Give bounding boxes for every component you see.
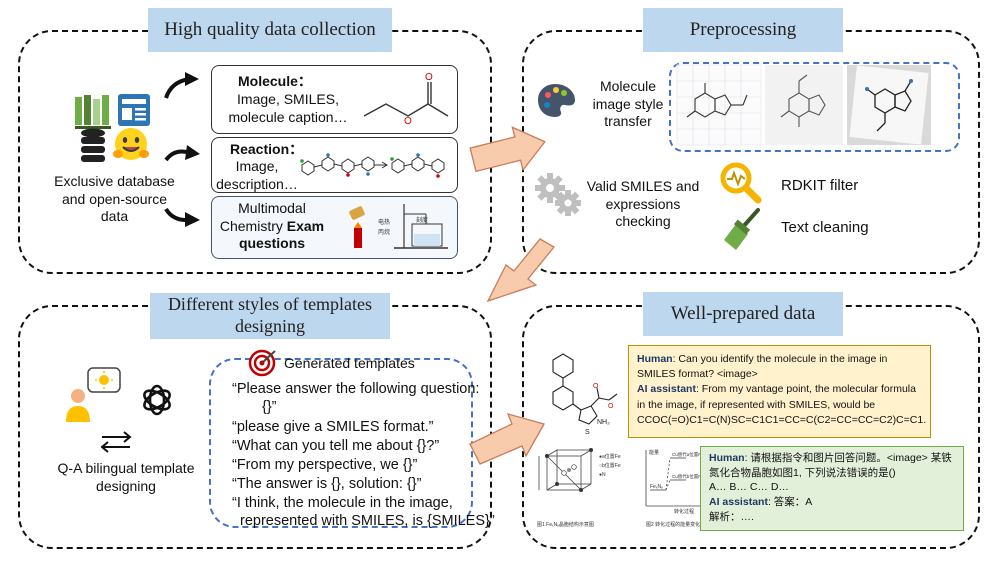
- newspaper-icon: [118, 94, 150, 126]
- template-line-1: {}”: [262, 399, 277, 415]
- gears-icon: [535, 173, 581, 216]
- exam-image-text-1: 丙烷: [378, 228, 390, 236]
- en-smiles: CCOC(=O)C1=C(N)SC=C1C1=CC=C(C2=CC=CC=C2)…: [637, 413, 927, 426]
- cn-human-label: Human: [709, 452, 745, 464]
- crystal-legend-0: ●a位置Fe: [599, 453, 621, 460]
- exam-line1: Multimodal: [238, 200, 306, 216]
- svg-text:O: O: [404, 116, 412, 127]
- flow-arrow-templates-to-prepared-icon: [469, 413, 545, 465]
- energy-axis-label: 能量: [649, 449, 659, 456]
- figure-caption-1: 图1 FeₓNᵧ晶胞结构示意图: [537, 521, 594, 528]
- arrow-to-molecule-icon: [164, 72, 199, 99]
- reaction-detail: Image, description…: [216, 158, 298, 192]
- flow-arrow-collection-to-preprocessing-icon: [469, 126, 546, 173]
- lab-apparatus-icon: 电热 丙烷 刻度: [349, 204, 448, 249]
- en-ai-row: AI assistant: From my vantage point, the…: [637, 382, 922, 412]
- exam-label: Multimodal Chemistry Exam questions: [216, 200, 328, 253]
- cn-ai-row: AI assistant: 答案：A: [709, 495, 955, 510]
- svg-text:O: O: [608, 403, 614, 410]
- arrow-to-reaction-icon: [164, 145, 200, 162]
- template-line-0: “Please answer the following question:: [232, 381, 480, 397]
- exam-line2: Chemistry: [219, 217, 287, 234]
- energy-figure-icon: 能量 Cu替代a位置Fe型 Cu替代b位置Fe型 FeₓNᵧ 转化过程 图2 转…: [645, 449, 714, 528]
- hugging-face-icon: [113, 128, 149, 160]
- template-line-4: “From my perspective, we {}”: [232, 457, 418, 473]
- crystal-figure-icon: ●a位置Fe ○b位置Fe ●N 图1 FeₓNᵧ晶胞结构示意图: [537, 448, 621, 528]
- exam-image-text-0: 电热: [378, 218, 390, 226]
- svg-text:O: O: [593, 383, 599, 390]
- molecule-card: Molecule： Image, SMILES, molecule captio…: [211, 65, 458, 134]
- ethyl-acetate-structure-icon: O O: [363, 72, 449, 127]
- exam-image-text-2: 刻度: [416, 216, 428, 224]
- templates-title: Different styles of templates designing: [150, 293, 390, 339]
- template-line-7: represented with SMILES, is {SMILES}”: [240, 513, 495, 529]
- cn-human-text: : 请根据指令和图片回答问题。<image> 某铁氮化合物晶胞如图1, 下列说法…: [709, 452, 952, 479]
- openai-logo-icon: [143, 384, 171, 416]
- target-icon: [248, 349, 276, 377]
- en-human-label: Human: [637, 353, 673, 365]
- molecule-image-photo-icon: [847, 65, 931, 145]
- reaction-heading: Reaction：: [230, 141, 304, 157]
- molecule-image-grid-icon: [676, 64, 762, 146]
- arrow-to-exam-icon: [164, 207, 200, 227]
- energy-label-fe: FeₓNᵧ: [650, 484, 663, 490]
- database-icon: [81, 128, 105, 162]
- figure-caption-2: 图2 转化过程的能量变化: [646, 521, 700, 528]
- template-line-6: “I think, the molecule in the image,: [232, 495, 453, 511]
- chinese-chat-box: Human: 请根据指令和图片回答问题。<image> 某铁氮化合物晶胞如图1,…: [700, 446, 964, 531]
- reaction-card: Reaction： Image, description…: [211, 137, 458, 193]
- en-ai-text: : From my vantage point, the molecular f…: [637, 383, 916, 411]
- exam-line3: questions: [238, 235, 306, 251]
- broom-icon: [724, 208, 760, 250]
- energy-x-label: 转化过程: [674, 508, 694, 515]
- smiles-check-label: Valid SMILES and expressions checking: [586, 178, 700, 229]
- style-images-group: [669, 62, 960, 152]
- svg-text:S: S: [585, 429, 590, 436]
- palette-icon: [538, 84, 575, 117]
- cleaning-label: Text cleaning: [781, 219, 869, 236]
- template-line-3: “What can you tell me about {}?”: [232, 438, 440, 454]
- rdkit-magnifier-icon: [720, 162, 762, 204]
- preprocessing-title: Preprocessing: [643, 8, 843, 52]
- query-molecule-icon: S NH₂ O O: [552, 353, 618, 436]
- books-icon: [75, 95, 111, 129]
- person-idea-icon: [66, 367, 121, 422]
- prepared-title: Well-prepared data: [643, 292, 843, 336]
- svg-text:NH₂: NH₂: [597, 419, 610, 426]
- swap-arrows-icon: [100, 431, 132, 453]
- svg-text:O: O: [425, 72, 433, 83]
- cn-ai-text: : 答案：A: [767, 496, 813, 509]
- exam-line2-row: Chemistry Exam: [216, 218, 328, 236]
- cn-analysis: 解析：….: [709, 510, 754, 523]
- molecule-heading: Molecule：: [238, 73, 312, 89]
- rdkit-label: RDKIT filter: [781, 177, 859, 194]
- template-line-5: “The answer is {}, solution: {}”: [232, 476, 422, 492]
- energy-label-a: Cu替代a位置Fe型: [672, 451, 709, 458]
- molecule-detail: Image, SMILES, molecule caption…: [228, 91, 348, 125]
- qa-label: Q-A bilingual template designing: [57, 460, 195, 494]
- en-human-row: Human: Can you identify the molecule in …: [637, 352, 922, 382]
- energy-label-b: Cu替代b位置Fe型: [672, 473, 709, 480]
- crystal-legend-2: ●N: [599, 472, 606, 478]
- generated-templates-label: Generated templates: [284, 355, 415, 371]
- exam-card: Multimodal Chemistry Exam questions 电热 丙…: [211, 196, 458, 259]
- flow-arrow-preprocessing-to-templates-icon: [486, 238, 555, 303]
- cn-human-row: Human: 请根据指令和图片回答问题。<image> 某铁氮化合物晶胞如图1,…: [709, 451, 955, 480]
- crystal-legend-1: ○b位置Fe: [599, 462, 621, 469]
- template-line-2: “please give a SMILES format.”: [232, 419, 434, 435]
- cn-ai-label: AI assistant: [709, 496, 768, 509]
- style-transfer-label: Molecule image style transfer: [592, 78, 664, 129]
- english-chat-box: Human: Can you identify the molecule in …: [628, 345, 931, 438]
- en-ai-label: AI assistant: [637, 383, 696, 396]
- exam-bold: Exam: [286, 217, 325, 234]
- cn-options: A… B… C… D…: [709, 481, 789, 494]
- collection-title: High quality data collection: [148, 8, 392, 52]
- molecule-image-paper-icon: [765, 65, 843, 145]
- en-human-text: : Can you identify the molecule in the i…: [637, 353, 888, 381]
- sources-label: Exclusive database and open-source data: [54, 173, 175, 224]
- reaction-scheme-icon: [300, 153, 445, 178]
